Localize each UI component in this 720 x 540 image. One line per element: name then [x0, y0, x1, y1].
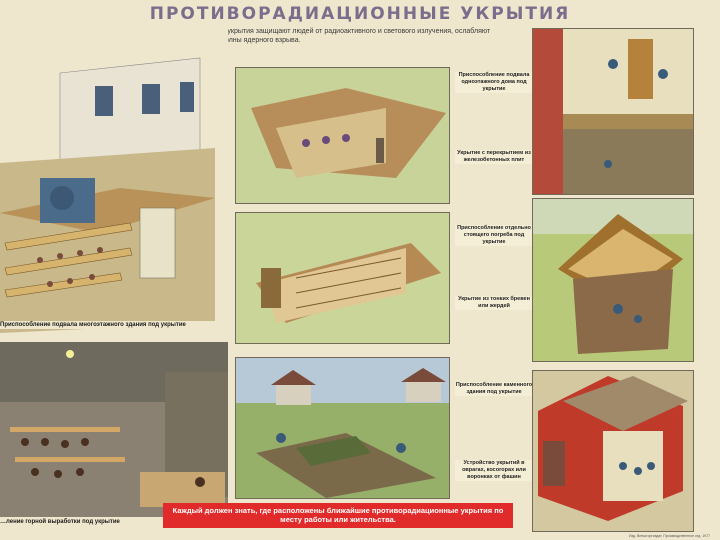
panel-wood-shelter [532, 198, 694, 362]
panel-mine-shelter: …ление горной выработки под укрытие [0, 342, 228, 530]
caption-ravines: Устройство укрытий в оврагах, косогорах … [455, 460, 533, 481]
basement-illustration [0, 28, 228, 333]
caption-mine: …ление горной выработки под укрытие [0, 518, 228, 526]
caption-standalone-cellar: Приспособление отдельно стоящего погреба… [455, 225, 533, 246]
wood-shelter-illustration [533, 199, 693, 361]
caption-basement: Приспособление подвала многоэтажного зда… [0, 321, 228, 329]
panel-stone-building [532, 370, 694, 532]
caption-wood: Укрытие из тонких бревен или жердей [455, 296, 533, 310]
ravine-illustration [236, 358, 449, 498]
panel-ravine-shelter [235, 357, 450, 499]
stone-building-illustration [533, 371, 693, 531]
panel-basement-shelter: Приспособление подвала многоэтажного зда… [0, 28, 228, 333]
standalone-cellar-illustration [236, 213, 449, 343]
panel-cellar-one-storey [235, 67, 450, 204]
caption-cellar: Приспособление подвала одноэтажного дома… [455, 72, 533, 93]
banner-warning: Каждый должен знать, где расположены бли… [163, 503, 513, 528]
caption-stone-house: Приспособление каменного здания под укры… [455, 382, 533, 396]
cellar-illustration [236, 68, 449, 203]
panel-house-cellar [532, 28, 694, 195]
poster-title: ПРОТИВОРАДИАЦИОННЫЕ УКРЫТИЯ [149, 4, 571, 24]
house-cellar-illustration [533, 29, 693, 194]
panel-standalone-cellar [235, 212, 450, 344]
caption-slabs: Укрытие с перекрытием из железобетонных … [455, 150, 533, 164]
publisher-note: Изд. Внешторгиздат, Производственное отд… [628, 534, 710, 538]
mine-illustration [0, 342, 228, 517]
